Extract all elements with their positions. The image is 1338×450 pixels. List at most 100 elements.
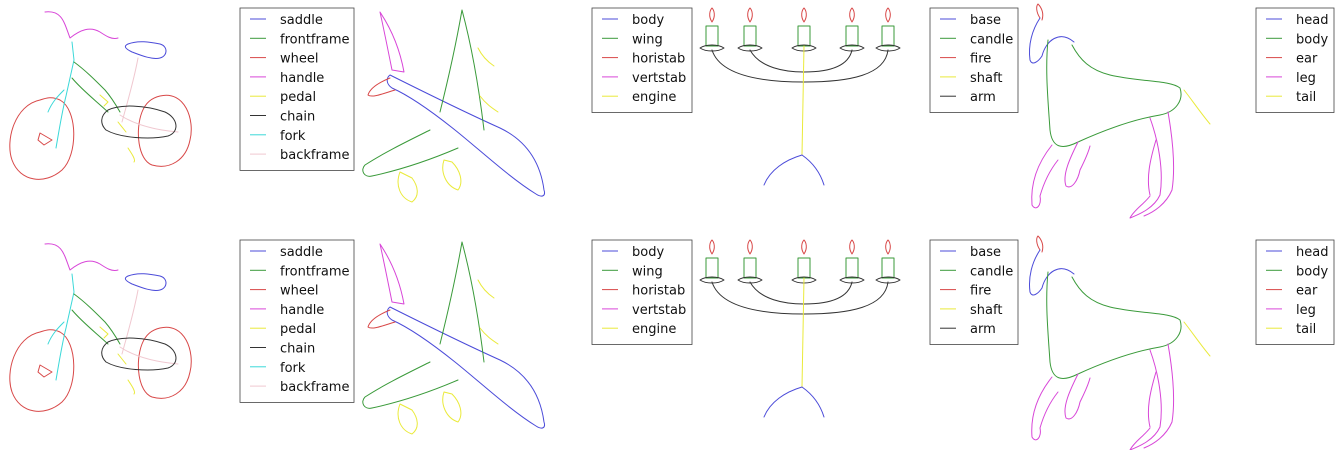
legend-label-pedal: pedal bbox=[280, 90, 316, 105]
candle-4 bbox=[845, 25, 859, 47]
legend-label-handle: handle bbox=[280, 71, 324, 86]
saddle bbox=[124, 273, 167, 291]
legend-label-wing: wing bbox=[632, 32, 663, 47]
fire-2 bbox=[747, 7, 753, 23]
horse-sketch-bottom bbox=[1029, 235, 1211, 450]
body bbox=[1046, 271, 1182, 379]
legend-label-vertstab: vertstab bbox=[632, 71, 686, 86]
saddle bbox=[124, 41, 167, 59]
leg-front-2 bbox=[1064, 141, 1091, 188]
legend-frame bbox=[239, 239, 355, 403]
head bbox=[1029, 17, 1075, 64]
chain bbox=[101, 337, 177, 371]
fire-1 bbox=[709, 239, 715, 255]
body bbox=[386, 306, 545, 429]
candle-1 bbox=[705, 257, 719, 279]
horistab bbox=[367, 77, 396, 97]
frontframe bbox=[71, 293, 121, 345]
fork bbox=[47, 273, 75, 381]
leg-back-2 bbox=[1143, 343, 1175, 449]
frontframe bbox=[71, 61, 121, 113]
bicycle-sketch-top bbox=[9, 11, 192, 180]
legend-label-wheel: wheel bbox=[280, 284, 318, 299]
legend-label-body: body bbox=[632, 13, 664, 28]
candle-holder-5 bbox=[875, 276, 901, 284]
legend-label-shaft: shaft bbox=[970, 71, 1002, 86]
candle-3 bbox=[797, 257, 811, 279]
shaft bbox=[801, 45, 805, 156]
body bbox=[1046, 39, 1182, 147]
fork bbox=[47, 41, 75, 149]
leg-front-1 bbox=[1031, 376, 1059, 441]
legend-label-engine: engine bbox=[632, 90, 676, 105]
leg-back-1 bbox=[1129, 349, 1162, 450]
legend-label-frontframe: frontframe bbox=[280, 264, 349, 279]
candle-1 bbox=[705, 25, 719, 47]
ear bbox=[1036, 3, 1044, 21]
fire-4 bbox=[849, 7, 855, 23]
legend-frame bbox=[929, 7, 1019, 113]
candelabra-sketch-bottom bbox=[699, 239, 901, 418]
horistab bbox=[367, 309, 396, 329]
legend-label-ear: ear bbox=[1296, 52, 1318, 67]
legend-label-saddle: saddle bbox=[280, 13, 323, 28]
vertstab bbox=[379, 243, 405, 305]
legend-frame bbox=[929, 239, 1019, 345]
horse-sketch-top bbox=[1029, 3, 1211, 219]
legend-label-ear: ear bbox=[1296, 284, 1318, 299]
legend-label-backframe: backframe bbox=[280, 148, 349, 163]
head bbox=[1029, 249, 1075, 296]
legend-label-horistab: horistab bbox=[632, 284, 685, 299]
legend-label-frontframe: frontframe bbox=[280, 32, 349, 47]
legend-label-candle: candle bbox=[970, 32, 1013, 47]
legend-label-backframe: backframe bbox=[280, 380, 349, 395]
legend-label-arm: arm bbox=[970, 90, 996, 105]
tail bbox=[1183, 321, 1211, 357]
wheel-front bbox=[9, 97, 75, 180]
legend-frame bbox=[239, 7, 355, 171]
handle bbox=[44, 243, 119, 271]
leg-front-2 bbox=[1064, 373, 1091, 420]
legend-label-head: head bbox=[1296, 245, 1328, 260]
vertstab bbox=[379, 11, 405, 73]
arm bbox=[711, 49, 889, 83]
legend-label-engine: engine bbox=[632, 322, 676, 337]
wheel-front bbox=[9, 329, 75, 412]
leg-front-1 bbox=[1031, 144, 1059, 209]
legend-frame bbox=[1255, 7, 1335, 113]
chain bbox=[101, 105, 177, 139]
candle-holder-3 bbox=[791, 44, 817, 52]
wheel-back bbox=[137, 326, 192, 399]
legend-label-wing: wing bbox=[632, 264, 663, 279]
legend-frame bbox=[591, 7, 693, 113]
legend-label-chain: chain bbox=[280, 110, 315, 125]
legend-label-base: base bbox=[970, 13, 1001, 28]
legend-label-handle: handle bbox=[280, 303, 324, 318]
legend-label-saddle: saddle bbox=[280, 245, 323, 260]
legend-label-fire: fire bbox=[970, 284, 991, 299]
legend-frame bbox=[591, 239, 693, 345]
candle-2 bbox=[743, 25, 757, 47]
ear bbox=[1036, 235, 1044, 253]
backframe bbox=[119, 289, 179, 365]
arm bbox=[711, 281, 889, 315]
legend-label-shaft: shaft bbox=[970, 303, 1002, 318]
legend-label-body: body bbox=[1296, 32, 1328, 47]
engine bbox=[397, 47, 499, 203]
legend-label-leg: leg bbox=[1296, 71, 1316, 86]
candle-3 bbox=[797, 25, 811, 47]
airplane-sketch-bottom bbox=[362, 241, 545, 435]
candle-holder-3 bbox=[791, 276, 817, 284]
fire-2 bbox=[747, 239, 753, 255]
wing bbox=[362, 9, 485, 177]
legend-label-tail: tail bbox=[1296, 322, 1316, 337]
legend-label-wheel: wheel bbox=[280, 52, 318, 67]
shaft bbox=[801, 277, 805, 388]
bicycle-sketch-bottom bbox=[9, 243, 192, 412]
candle-holder-2 bbox=[737, 44, 763, 52]
